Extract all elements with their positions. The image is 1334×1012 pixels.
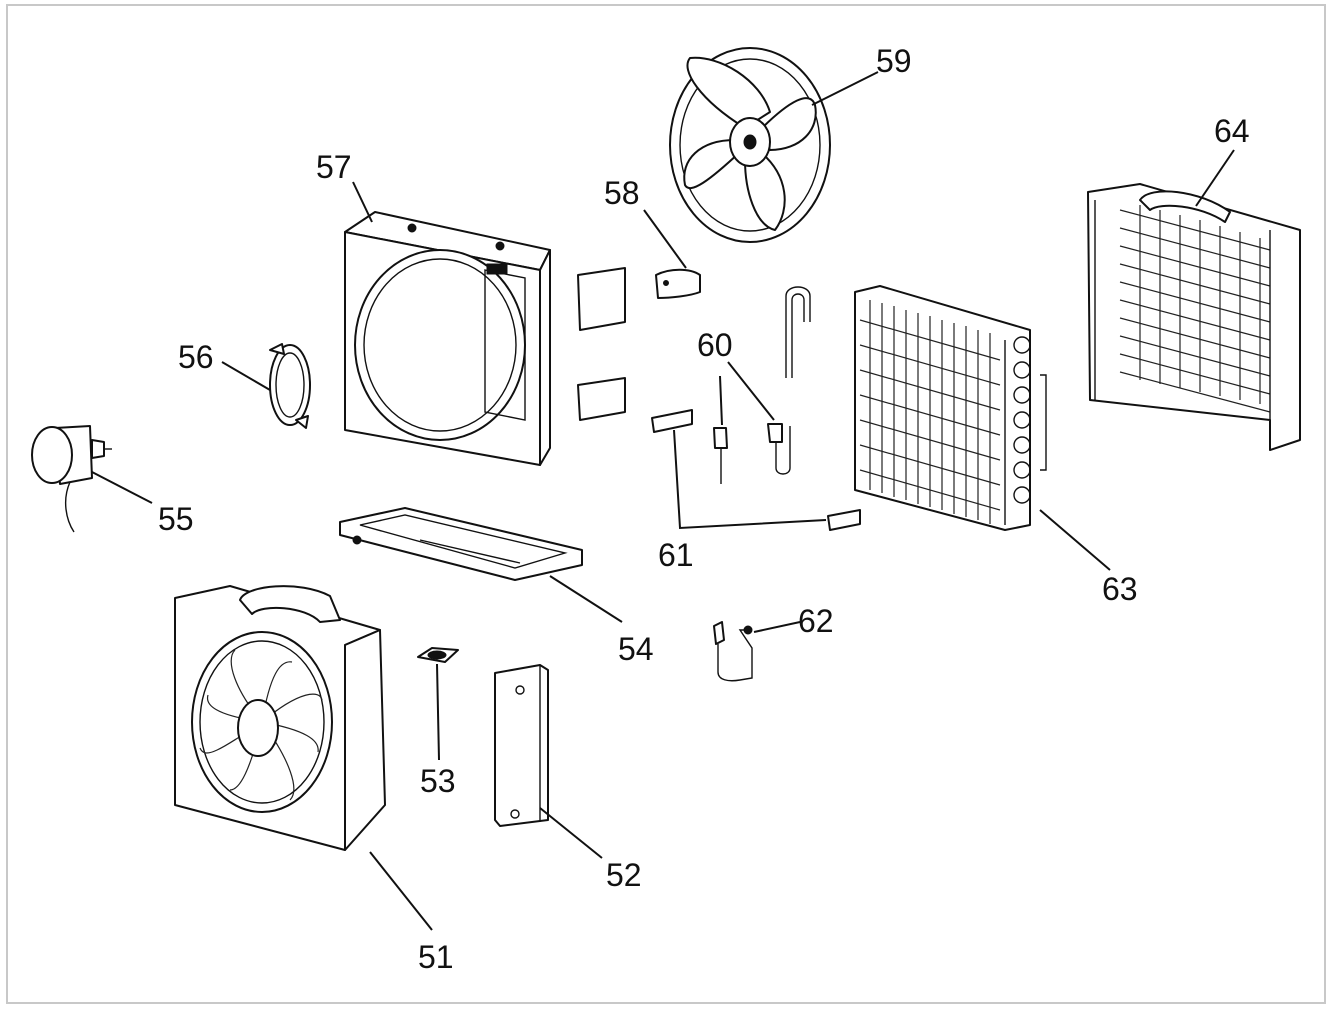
leader-54 — [549, 575, 623, 623]
leader-53 — [436, 663, 440, 761]
leader-51 — [369, 851, 433, 931]
label-54: 54 — [618, 631, 654, 667]
leader-60 — [719, 361, 775, 426]
clip-icon — [655, 268, 701, 299]
leader-57 — [352, 181, 373, 223]
leader-59 — [811, 71, 879, 106]
label-52: 52 — [606, 857, 642, 893]
valve-icon — [713, 423, 791, 484]
leader-56 — [221, 361, 271, 391]
motor-bracket-icon — [269, 343, 311, 429]
diagram-frame — [6, 4, 1326, 1004]
label-51: 51 — [418, 939, 454, 975]
leader-52 — [539, 807, 603, 859]
leader-61 — [673, 429, 827, 530]
motor-icon — [31, 425, 112, 533]
connector-icon — [651, 409, 861, 531]
condenser-icon — [854, 285, 1047, 531]
side-panel-icon — [494, 664, 549, 827]
label-55: 55 — [158, 501, 194, 537]
label-59: 59 — [876, 43, 912, 79]
leader-58 — [643, 209, 687, 269]
u-pipe-icon — [785, 286, 811, 378]
pipe-icon — [713, 621, 753, 682]
label-60: 60 — [697, 327, 733, 363]
leader-62 — [753, 621, 801, 633]
label-64: 64 — [1214, 113, 1250, 149]
label-58: 58 — [604, 175, 640, 211]
rear-grille-icon — [1087, 183, 1301, 451]
front-panel-icon — [174, 585, 386, 851]
mounting-bracket-icon — [577, 267, 626, 421]
grommet-icon — [417, 647, 459, 663]
leader-64 — [1195, 149, 1235, 207]
fan-blade-icon — [669, 47, 831, 243]
label-61: 61 — [658, 537, 694, 573]
label-56: 56 — [178, 339, 214, 375]
leader-63 — [1039, 509, 1111, 571]
label-57: 57 — [316, 149, 352, 185]
label-62: 62 — [798, 603, 834, 639]
label-63: 63 — [1102, 571, 1138, 607]
base-tray-icon — [339, 507, 583, 581]
label-53: 53 — [420, 763, 456, 799]
shroud-icon — [344, 211, 551, 466]
leader-55 — [91, 471, 153, 504]
